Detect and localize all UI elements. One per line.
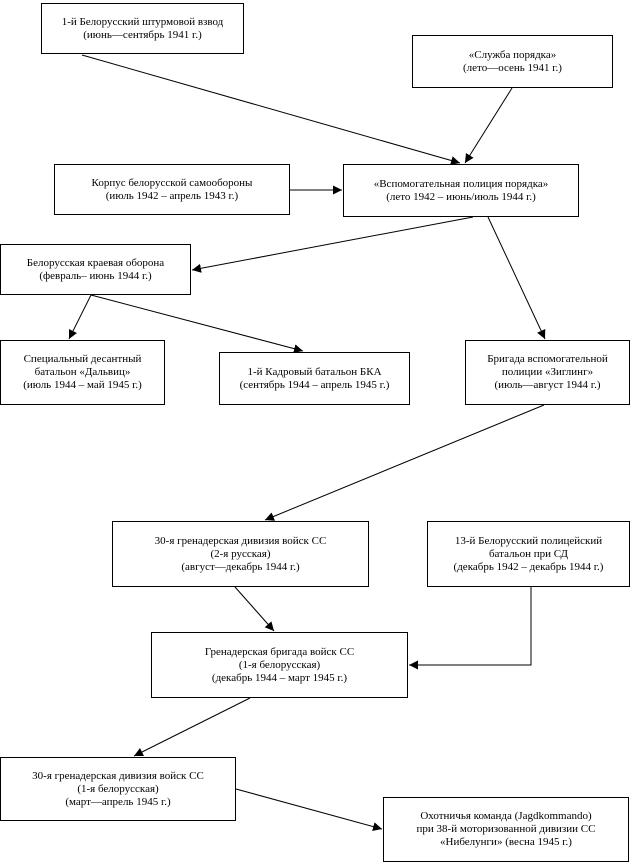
node-text-line: Белорусская краевая оборона <box>26 256 165 269</box>
node-date-line: (февраль– июнь 1944 г.) <box>39 269 152 282</box>
node-text-line: (2-я русская) <box>210 547 271 560</box>
node-date-line: (сентябрь 1944 – апрель 1945 г.) <box>239 378 390 391</box>
node-text-line: Специальный десантный <box>23 353 142 365</box>
node-date-line: (декабрь 1944 – март 1945 г.) <box>211 671 348 684</box>
node-text-line: «Нибелунги» (весна 1945 г.) <box>440 836 572 848</box>
node-date-line: (лето—осень 1941 г.) <box>463 61 562 74</box>
node-date-line: (июль 1944 – май 1945 г.) <box>23 379 142 391</box>
node-text-line: 1-й Кадровый батальон БКА <box>247 365 382 378</box>
node-text-line: (1-я белорусская) <box>77 782 159 795</box>
arrow-n10-to-n11 <box>409 587 532 670</box>
node-text-line: Бригада вспомогательной <box>487 353 608 365</box>
node-date-line: (март—апрель 1945 г.) <box>65 795 171 808</box>
node-text-line: 30-я гренадерская дивизия войск СС <box>154 534 327 547</box>
node-text-line: Гренадерская бригада войск СС <box>204 645 355 658</box>
node-date-line: (июль 1942 – апрель 1943 г.) <box>105 189 239 202</box>
node-text-line: 30-я гренадерская дивизия войск СС <box>32 769 204 782</box>
arrow-n4-to-n8 <box>487 216 546 340</box>
node-date-line: (декабрь 1942 – декабрь 1944 г.) <box>453 560 604 573</box>
node-regional-defense: Белорусская краевая оборона (февраль– ию… <box>0 244 191 295</box>
node-auxiliary-order-police: «Вспомогательная полиция порядка» (лето … <box>343 164 579 217</box>
arrow-n12-to-n13 <box>235 788 383 831</box>
node-text-line: батальон при СД <box>488 547 569 560</box>
node-text-line: 1-й Белорусский штурмовой взвод <box>61 15 224 28</box>
node-text-line: «Вспомогательная полиция порядка» <box>373 177 549 190</box>
arrow-n11-to-n12 <box>133 697 251 757</box>
node-30th-division-belarusian: 30-я гренадерская дивизия войск СС (1-я … <box>0 757 236 821</box>
node-text-line: при 38-й моторизованной дивизии СС <box>416 823 596 835</box>
node-siegling-brigade: Бригада вспомогательной полиции «Зиглинг… <box>465 340 630 405</box>
node-13th-police-battalion: 13-й Белорусский полицейский батальон пр… <box>427 521 630 587</box>
node-text-line: батальон «Дальвиц» <box>34 366 131 378</box>
arrow-n2-to-n4 <box>464 87 513 164</box>
node-text-line: (1-я белорусская) <box>238 658 321 671</box>
node-date-line: (июнь—сентябрь 1941 г.) <box>83 28 202 41</box>
arrow-n5-to-n6 <box>68 294 92 340</box>
node-dalwitz-battalion: Специальный десантный батальон «Дальвиц»… <box>0 340 165 405</box>
arrow-n4-to-n5 <box>191 216 474 273</box>
node-30th-division-russian: 30-я гренадерская дивизия войск СС (2-я … <box>112 521 369 587</box>
node-text-line: «Служба порядка» <box>468 48 557 61</box>
node-text-line: Охотничья команда (Jagdkommando) <box>420 810 592 822</box>
arrow-n1-to-n4 <box>81 54 461 165</box>
arrow-n5-to-n7 <box>90 294 304 354</box>
node-order-service: «Служба порядка» (лето—осень 1941 г.) <box>412 35 613 88</box>
node-text-line: полиции «Зиглинг» <box>501 366 594 378</box>
arrow-n8-to-n9 <box>264 404 545 521</box>
node-text-line: 13-й Белорусский полицейский <box>454 534 603 547</box>
node-date-line: (лето 1942 – июнь/июль 1944 г.) <box>386 190 536 203</box>
node-cadre-battalion-bka: 1-й Кадровый батальон БКА (сентябрь 1944… <box>219 352 410 405</box>
node-jagdkommando: Охотничья команда (Jagdkommando) при 38-… <box>383 797 629 862</box>
node-self-defense-corps: Корпус белорусской самообороны (июль 194… <box>54 164 290 215</box>
arrow-n9-to-n11 <box>234 586 275 632</box>
node-text-line: Корпус белорусской самообороны <box>91 176 253 189</box>
node-belarusian-assault-platoon: 1-й Белорусский штурмовой взвод (июнь—се… <box>41 3 244 54</box>
node-grenadier-brigade: Гренадерская бригада войск СС (1-я белор… <box>151 632 408 698</box>
node-date-line: (август—декабрь 1944 г.) <box>181 560 300 573</box>
node-date-line: (июль—август 1944 г.) <box>494 379 601 391</box>
